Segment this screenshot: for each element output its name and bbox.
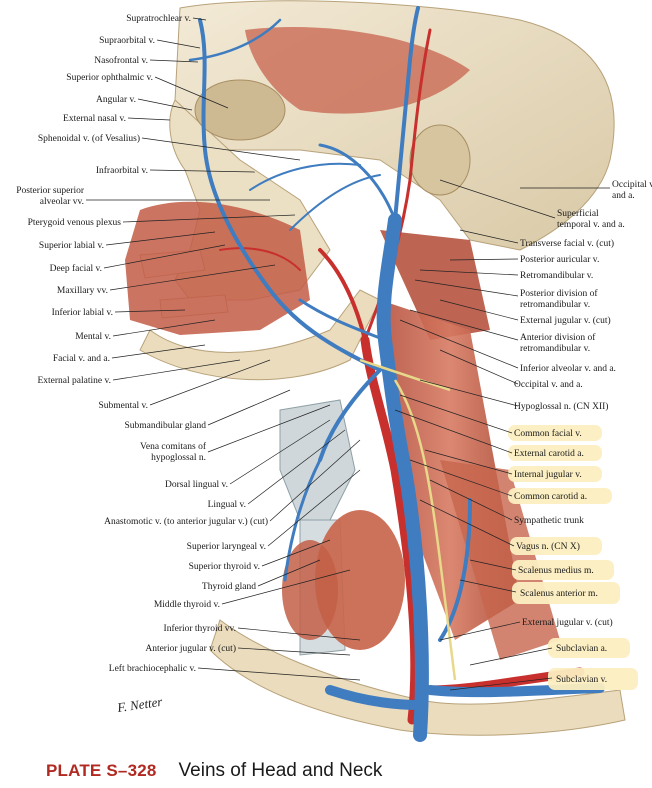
label-superior-laryngeal-v: Superior laryngeal v. xyxy=(187,542,266,552)
label-vagus-n: Vagus n. (CN X) xyxy=(516,541,580,552)
label-external-carotid-a: External carotid a. xyxy=(514,449,584,459)
label-retromandibular-v: Retromandibular v. xyxy=(520,271,593,281)
plate-title: Veins of Head and Neck xyxy=(178,760,383,781)
label-middle-thyroid-v: Middle thyroid v. xyxy=(154,600,220,610)
label-external-jugular-v-cut-lower: External jugular v. (cut) xyxy=(522,617,613,628)
label-common-carotid-a: Common carotid a. xyxy=(514,492,587,502)
label-maxillary-vv: Maxillary vv. xyxy=(57,286,108,296)
label-anterior-jugular-v-cut: Anterior jugular v. (cut) xyxy=(145,643,236,654)
label-superior-labial-v: Superior labial v. xyxy=(39,241,104,251)
artist-signature: F. Netter xyxy=(115,694,164,715)
label-subclavian-a: Subclavian a. xyxy=(556,644,607,654)
label-hypoglossal-n: Hypoglossal n. (CN XII) xyxy=(514,401,608,412)
label-internal-jugular-v: Internal jugular v. xyxy=(514,470,582,480)
plate-caption: PLATE S–328 Veins of Head and Neck xyxy=(46,760,382,782)
label-subclavian-v: Subclavian v. xyxy=(556,675,607,685)
label-dorsal-lingual-v: Dorsal lingual v. xyxy=(165,480,228,490)
label-inferior-alveolar-v-and-a: Inferior alveolar v. and a. xyxy=(520,363,616,374)
label-external-nasal-v: External nasal v. xyxy=(63,114,126,124)
label-pterygoid-venous-plexus: Pterygoid venous plexus xyxy=(28,218,122,228)
label-infraorbital-v: Infraorbital v. xyxy=(96,165,148,176)
label-left-brachiocephalic-v: Left brachiocephalic v. xyxy=(109,663,196,674)
facial-muscles xyxy=(125,26,490,340)
label-occipital-v-and-a-lower: Occipital v. and a. xyxy=(514,380,583,390)
label-superior-ophthalmic-v: Superior ophthalmic v. xyxy=(66,73,153,83)
label-anastomotic-v: Anastomotic v. (to anterior jugular v.) … xyxy=(104,516,268,527)
nerves xyxy=(359,358,457,681)
clavicle xyxy=(209,619,626,736)
label-external-jugular-v-cut-upper: External jugular v. (cut) xyxy=(520,315,611,326)
label-submandibular-gland: Submandibular gland xyxy=(124,421,206,431)
label-occipital-v-and-a-upper: Occipital v.and a. xyxy=(612,180,652,201)
label-angular-v: Angular v. xyxy=(96,95,136,105)
thyroid-gland xyxy=(282,510,405,650)
label-facial-v-and-a: Facial v. and a. xyxy=(53,354,110,364)
label-lingual-v: Lingual v. xyxy=(208,500,246,510)
label-scalenus-anterior-m: Scalenus anterior m. xyxy=(520,589,598,599)
label-inferior-thyroid-vv: Inferior thyroid vv. xyxy=(164,623,236,634)
label-posterior-auricular-v: Posterior auricular v. xyxy=(520,255,599,265)
label-sphenoidal-v: Sphenoidal v. (of Vesalius) xyxy=(38,133,140,144)
label-submental-v: Submental v. xyxy=(98,401,148,411)
label-transverse-facial-v-cut: Transverse facial v. (cut) xyxy=(520,238,614,249)
label-common-facial-v: Common facial v. xyxy=(514,428,582,439)
label-supraorbital-v: Supraorbital v. xyxy=(99,36,155,46)
labels-left: Supratrochlear v. Supraorbital v. Nasofr… xyxy=(16,14,268,674)
plate-number: PLATE S–328 xyxy=(46,761,157,780)
highlight-boxes xyxy=(508,425,638,690)
label-thyroid-gland: Thyroid gland xyxy=(202,582,256,592)
label-nasofrontal-v: Nasofrontal v. xyxy=(94,55,148,66)
label-sympathetic-trunk: Sympathetic trunk xyxy=(514,516,584,526)
label-supratrochlear-v: Supratrochlear v. xyxy=(126,14,191,24)
label-scalenus-medius-m: Scalenus medius m. xyxy=(518,566,594,576)
label-deep-facial-v: Deep facial v. xyxy=(50,263,102,274)
label-mental-v: Mental v. xyxy=(75,332,111,342)
label-inferior-labial-v: Inferior labial v. xyxy=(52,307,113,318)
label-superior-thyroid-v: Superior thyroid v. xyxy=(189,562,260,572)
leader-lines xyxy=(86,17,610,691)
label-external-palatine-v: External palatine v. xyxy=(37,376,111,386)
mandible xyxy=(139,289,381,381)
